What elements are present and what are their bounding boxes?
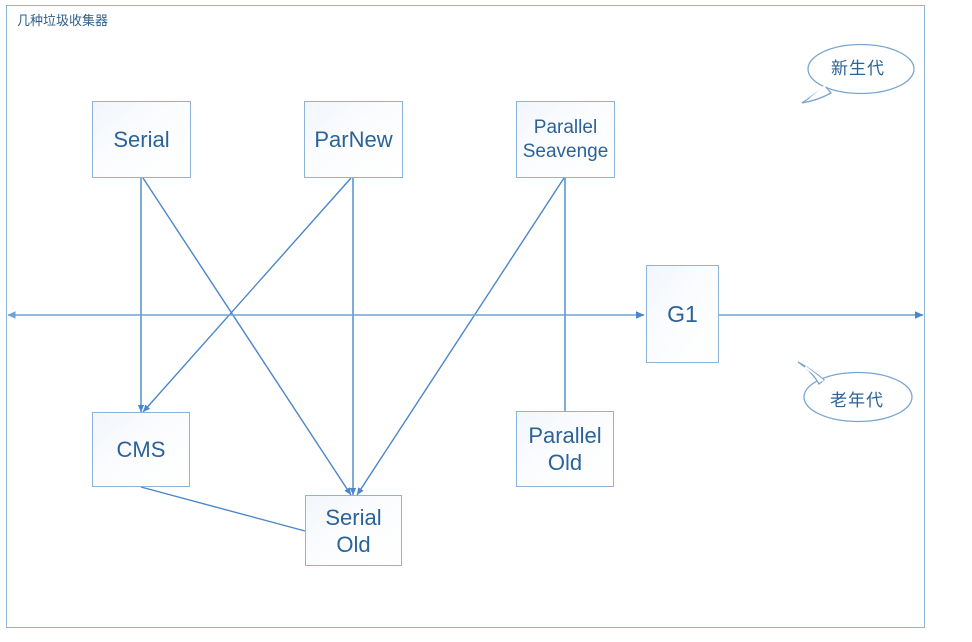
node-parnew[interactable]: ParNew xyxy=(304,101,403,178)
node-serial[interactable]: Serial xyxy=(92,101,191,178)
node-g1[interactable]: G1 xyxy=(646,265,719,363)
young-generation-bubble-shape xyxy=(801,43,915,104)
callout-young-generation: 新生代 xyxy=(795,38,917,111)
diagram-title: 几种垃圾收集器 xyxy=(17,13,109,28)
node-cms-label: CMS xyxy=(116,437,166,462)
node-cms[interactable]: CMS xyxy=(92,412,190,487)
node-serial-label: Serial xyxy=(113,127,170,152)
callout-young-generation-label: 新生代 xyxy=(831,59,885,78)
node-parallel-old-label: Parallel Old xyxy=(528,423,602,475)
node-serial-old-label: Serial Old xyxy=(325,504,382,557)
node-parallel-old[interactable]: Parallel Old xyxy=(516,411,614,487)
callout-old-generation-label: 老年代 xyxy=(830,390,884,410)
old-generation-bubble-shape xyxy=(797,361,913,423)
node-serial-old[interactable]: Serial Old xyxy=(305,495,402,566)
node-g1-label: G1 xyxy=(667,300,698,327)
node-parnew-label: ParNew xyxy=(314,127,393,152)
node-parallel-seavenge[interactable]: Parallel Seavenge xyxy=(516,101,615,178)
callout-old-generation: 老年代 xyxy=(788,355,916,429)
node-parallel-seavenge-label: Parallel Seavenge xyxy=(522,116,609,162)
diagram-frame xyxy=(6,5,925,628)
